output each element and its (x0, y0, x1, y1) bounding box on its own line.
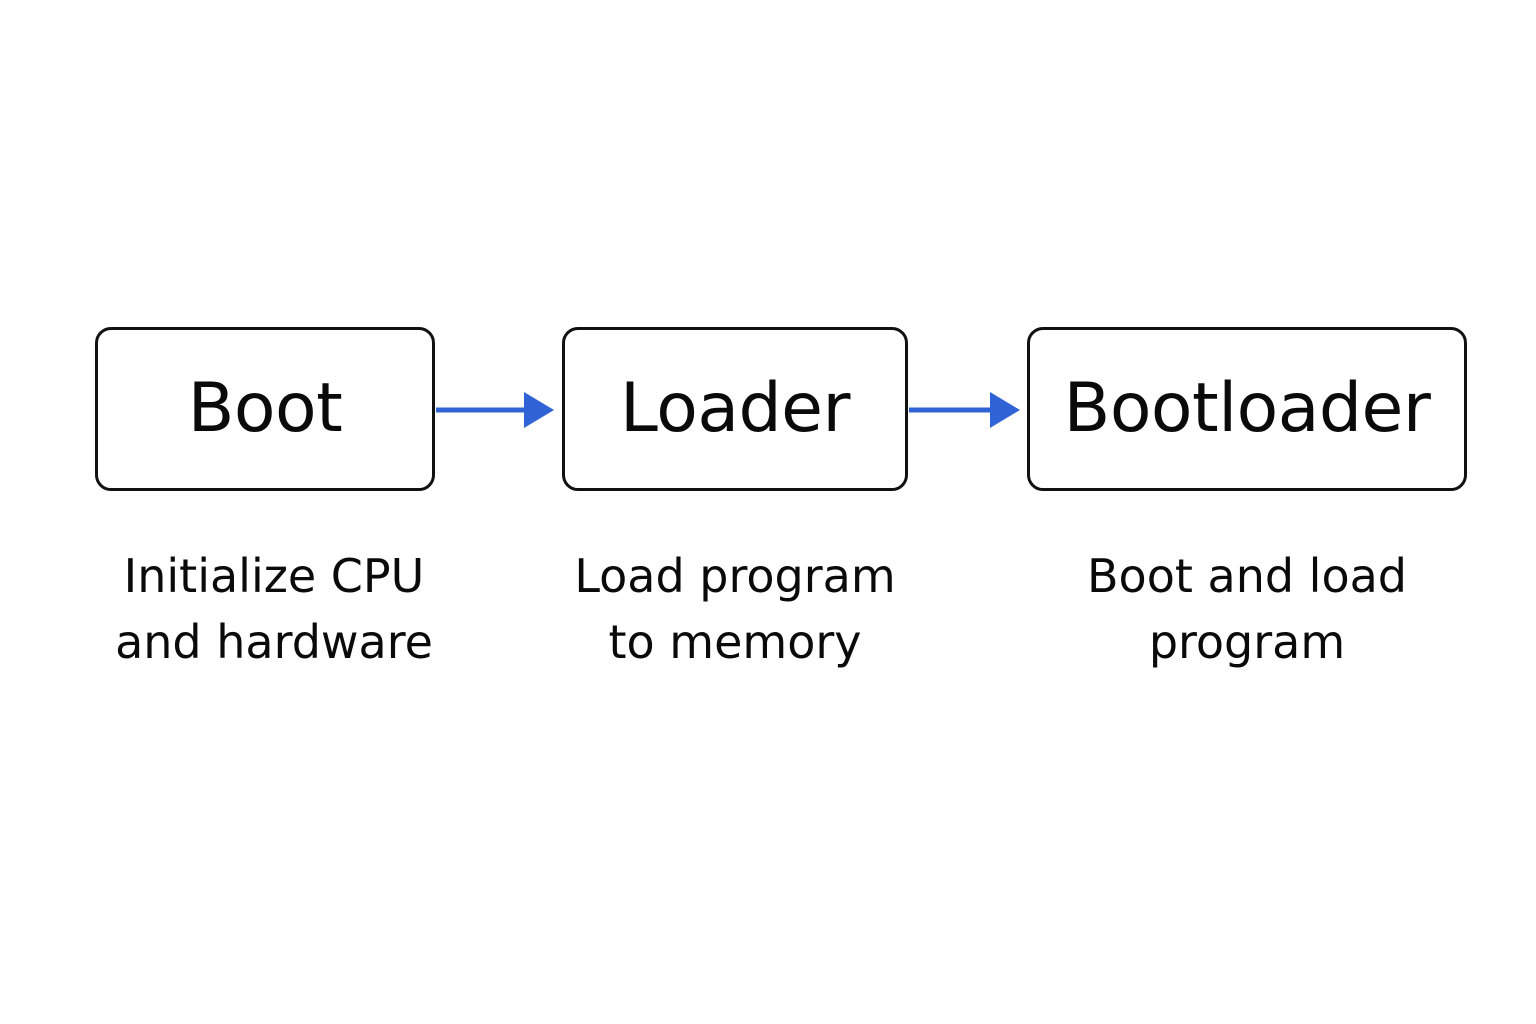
description-line: Initialize CPU (123, 549, 425, 603)
step-description-loader: Load program to memory (562, 543, 908, 675)
description-line: to memory (608, 615, 862, 669)
step-description-bootloader: Boot and load program (1027, 543, 1467, 675)
step-box-loader: Loader (562, 327, 908, 491)
description-line: Boot and load (1087, 549, 1407, 603)
step-label-bootloader: Bootloader (1063, 369, 1431, 448)
step-box-boot: Boot (95, 327, 435, 491)
description-line: Load program (574, 549, 896, 603)
step-box-bootloader: Bootloader (1027, 327, 1467, 491)
description-line: program (1148, 615, 1346, 669)
arrow-right-icon (909, 392, 1020, 428)
step-label-boot: Boot (187, 369, 343, 448)
step-description-boot: Initialize CPU and hardware (95, 543, 453, 675)
step-label-loader: Loader (620, 369, 850, 448)
arrow-right-icon (436, 392, 554, 428)
description-line: and hardware (115, 615, 433, 669)
